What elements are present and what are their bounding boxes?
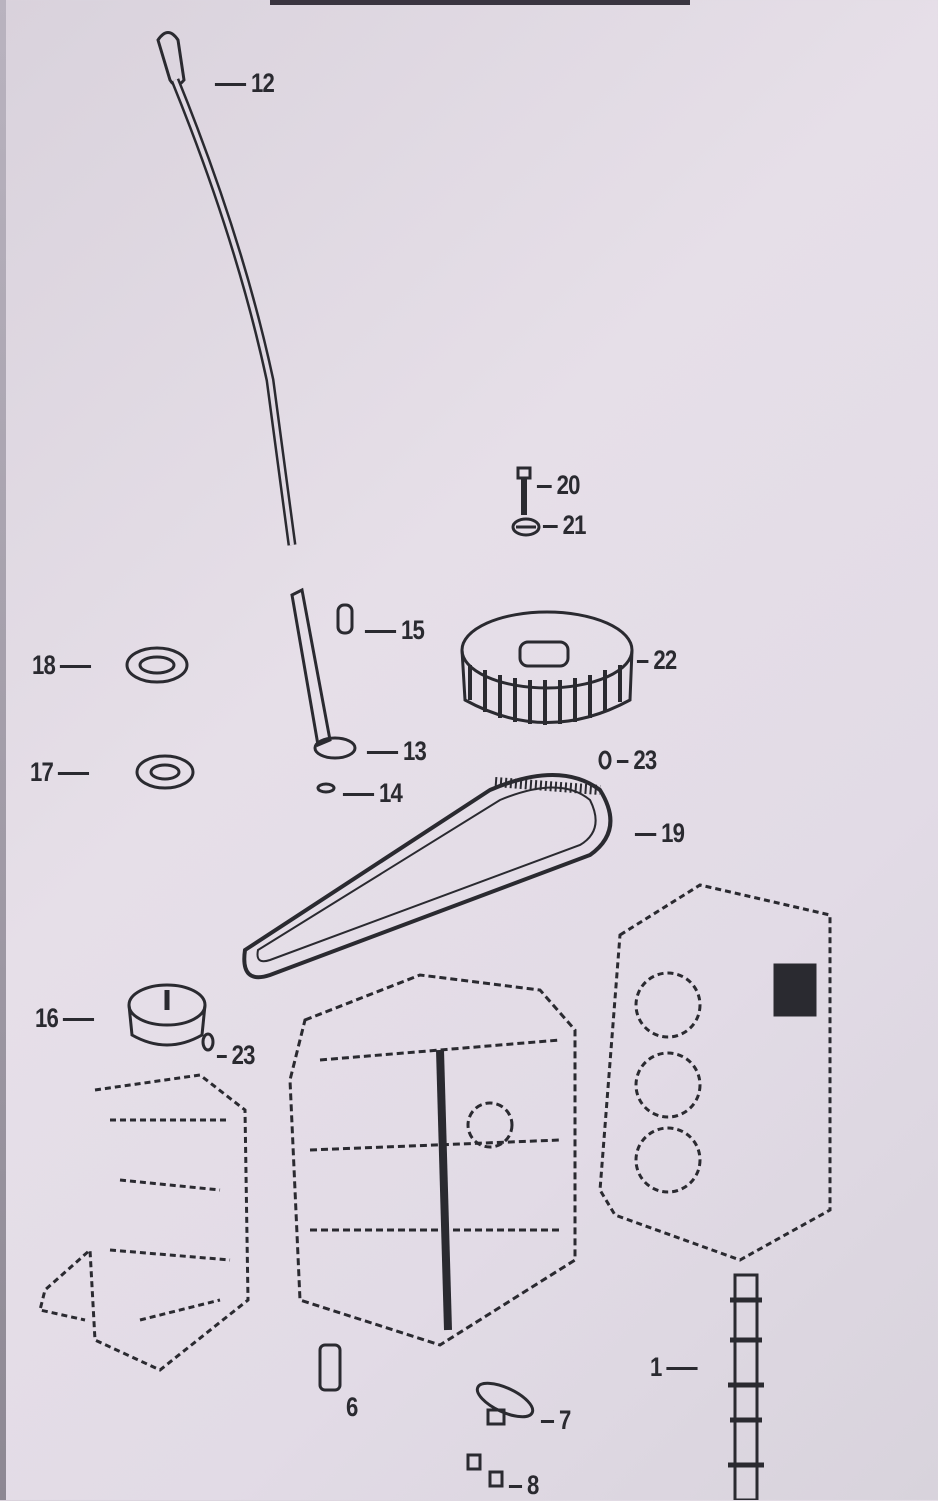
callout-number: 17 bbox=[30, 757, 54, 787]
callout-19: 19 bbox=[630, 818, 685, 849]
washer-21 bbox=[511, 517, 541, 537]
callout-number: 7 bbox=[558, 1405, 571, 1435]
cylinder-block-center bbox=[288, 973, 577, 1347]
plate-7 bbox=[475, 1381, 535, 1426]
callout-16: 16 bbox=[35, 1003, 99, 1034]
callout-12: 12 bbox=[210, 68, 275, 99]
callout-17: 17 bbox=[30, 757, 94, 788]
callout-8: 8 bbox=[504, 1470, 539, 1501]
callout-22: 22 bbox=[632, 645, 677, 676]
callout-20: 20 bbox=[532, 470, 580, 501]
callout-14: 14 bbox=[338, 778, 403, 809]
callout-number: 16 bbox=[35, 1003, 59, 1033]
callout-number: 1 bbox=[650, 1352, 662, 1382]
monitor-frame-left bbox=[0, 0, 6, 1500]
bolt-20 bbox=[516, 466, 532, 515]
sleeve-6 bbox=[318, 1343, 342, 1392]
callout-6: 6 bbox=[346, 1392, 358, 1423]
dipstick-12 bbox=[156, 31, 297, 546]
callout-number: 23 bbox=[633, 745, 657, 775]
pulley-22 bbox=[460, 610, 634, 725]
callout-number: 14 bbox=[379, 778, 403, 808]
callout-23-lower: 23 bbox=[212, 1040, 255, 1071]
callout-number: 18 bbox=[32, 650, 56, 680]
crankcase-left bbox=[38, 1073, 250, 1372]
oring-14 bbox=[316, 782, 336, 794]
dipstick-tube-13 bbox=[290, 587, 357, 760]
cylinder-head-right bbox=[598, 883, 832, 1262]
callout-1: 1 bbox=[650, 1352, 703, 1383]
callout-number: 20 bbox=[556, 470, 581, 500]
callout-number: 23 bbox=[231, 1040, 256, 1070]
dowel-23b bbox=[201, 1032, 215, 1052]
dowel-23a bbox=[598, 750, 612, 770]
callout-number: 13 bbox=[403, 736, 427, 766]
monitor-frame-top bbox=[270, 0, 690, 5]
callout-number: 12 bbox=[251, 68, 275, 98]
callout-7: 7 bbox=[536, 1405, 571, 1436]
nuts-8 bbox=[466, 1453, 504, 1488]
crankshaft-1 bbox=[728, 1273, 764, 1500]
timing-belt-19 bbox=[242, 773, 613, 980]
pulley-16 bbox=[127, 983, 207, 1047]
callout-number: 21 bbox=[562, 510, 587, 540]
washer-18 bbox=[125, 646, 189, 684]
callout-18: 18 bbox=[32, 650, 96, 681]
callout-number: 19 bbox=[661, 818, 685, 848]
callout-number: 6 bbox=[346, 1392, 358, 1422]
callout-number: 22 bbox=[653, 645, 677, 675]
callout-23-upper: 23 bbox=[612, 745, 657, 776]
callout-number: 15 bbox=[401, 615, 425, 645]
callout-13: 13 bbox=[362, 736, 427, 767]
washer-17 bbox=[135, 754, 195, 790]
callout-15: 15 bbox=[360, 615, 425, 646]
callout-21: 21 bbox=[538, 510, 586, 541]
callout-number: 8 bbox=[526, 1470, 539, 1500]
plug-15 bbox=[336, 603, 354, 635]
